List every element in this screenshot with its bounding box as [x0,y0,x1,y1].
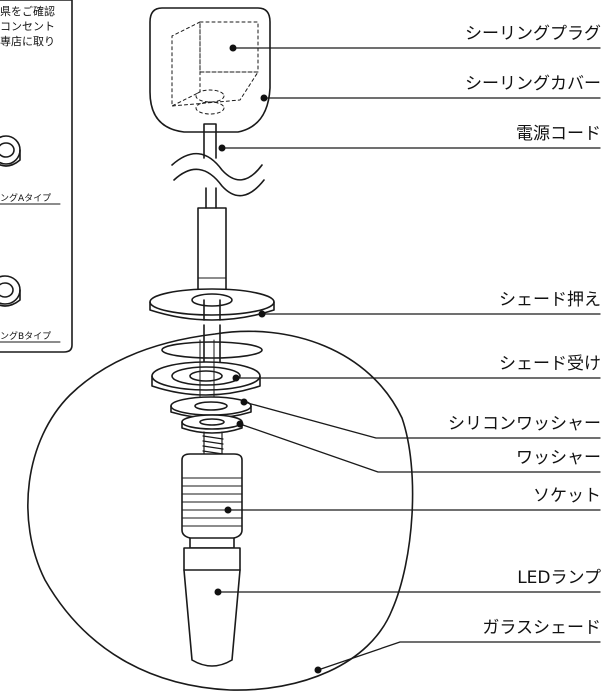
ceiling-plug [171,21,259,115]
glass-shade [27,330,414,691]
label-ceiling-plug: シーリングプラグ [465,24,601,44]
label-shade-holder: シェード押え [499,290,601,310]
power-cord [203,123,217,159]
label-socket: ソケット [533,486,601,506]
ceiling-cover [149,7,271,133]
leader-dots [214,44,322,674]
washer [181,414,243,434]
socket [181,453,243,549]
inset-note-line: コンセント [0,20,55,33]
threaded-nipple [202,431,224,457]
type-b-caption: ングBタイプ [0,332,52,342]
ceiling-plate-b-icon [0,275,21,307]
label-washer: ワッシャー [516,448,601,468]
inset-panel [0,0,73,353]
pipe [197,207,227,291]
label-glass-shade: ガラスシェード [482,618,601,638]
label-ceiling-cover: シーリングカバー [465,74,601,94]
inset-note-line: 専店に取り [0,35,55,48]
shade-receiver [151,339,261,399]
label-silicon-washer: シリコンワッシャー [448,414,601,434]
shade-holder [149,288,275,321]
inset-note: 県をご確認 コンセント 専店に取り [0,4,55,49]
label-led-lamp: LEDランプ [517,568,601,588]
label-shade-receiver: シェード受け [499,354,601,374]
led-lamp [183,547,241,667]
label-power-cord: 電源コード [516,124,601,144]
ceiling-plate-a-icon [0,135,21,167]
leader-lines [217,47,601,671]
type-a-caption: ングAタイプ [0,194,52,204]
inset-note-line: 県をご確認 [0,5,55,18]
